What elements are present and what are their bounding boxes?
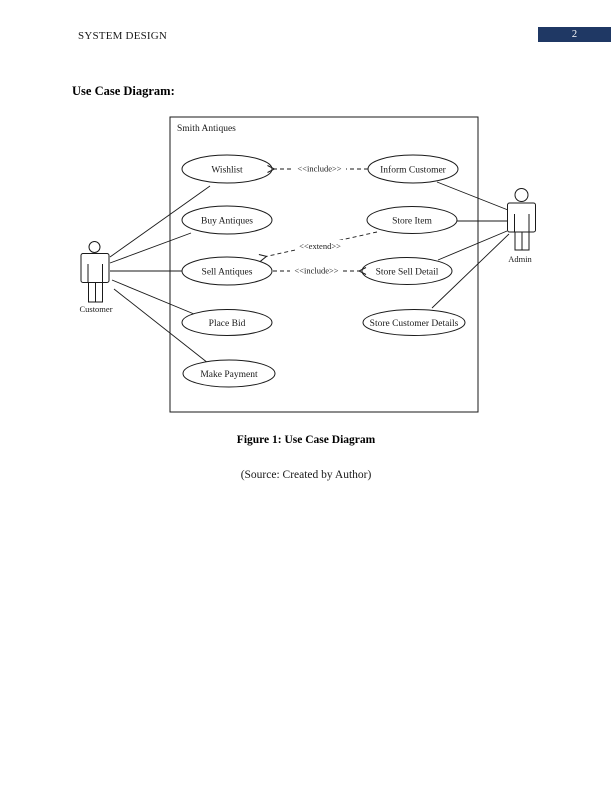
association-customer-buy-antiques [109,232,192,264]
store-customer-details-ellipse [362,309,466,336]
page-number-box: 2 [538,27,611,42]
association-admin-store-customer-details [431,233,510,309]
extend-label: <<extend>> [299,241,341,251]
system-boundary [169,116,479,413]
page-number: 2 [571,29,578,40]
association-admin-inform-customer [436,181,509,211]
use-case-sell-antiques: Sell Antiques [181,256,273,286]
include-label-bg-2 [290,264,343,276]
customer-associations [109,185,211,364]
store-sell-detail-label: Store Sell Detail [376,268,439,278]
store-customer-details-label: Store Customer Details [370,319,459,329]
include-label-bg-1 [293,162,346,174]
wishlist-label: Wishlist [211,166,243,176]
relation-include-inform-wishlist: <<include>> [274,162,368,174]
relation-include-sellantiques-storeselldetail: <<include>> [273,264,360,276]
store-item-label: Store Item [392,217,432,227]
admin-associations [431,181,510,309]
include-label-1: <<include>> [297,164,341,174]
association-customer-wishlist [109,185,211,258]
use-case-store-sell-detail: Store Sell Detail [361,257,453,285]
admin-label: Admin [508,254,532,264]
use-case-store-item: Store Item [366,206,458,234]
association-customer-make-payment [113,288,209,364]
buy-antiques-label: Buy Antiques [201,217,253,227]
actor-customer: Customer [79,241,113,314]
sell-antiques-label: Sell Antiques [202,268,253,278]
use-case-place-bid: Place Bid [181,309,273,336]
buy-antiques-ellipse [181,205,273,235]
customer-torso-icon [80,253,110,283]
use-case-buy-antiques: Buy Antiques [181,205,273,235]
place-bid-label: Place Bid [209,319,246,329]
place-bid-ellipse [181,309,273,336]
use-case-inform-customer: Inform Customer [367,154,459,184]
admin-torso-icon [507,202,536,233]
relation-extend-storeitem-sellantiques: <<extend>> [266,231,378,257]
inform-customer-label: Inform Customer [380,165,447,176]
use-case-make-payment: Make Payment [182,359,276,388]
figure-caption: Figure 1: Use Case Diagram [236,434,376,446]
actor-admin: Admin [507,188,536,264]
section-heading: Use Case Diagram: [72,84,175,98]
make-payment-ellipse [182,359,276,388]
customer-head-icon [88,241,101,253]
association-admin-store-sell-detail [437,230,508,261]
extend-label-bg [296,240,344,251]
association-customer-place-bid [111,279,195,315]
include-label-2: <<include>> [294,266,338,276]
system-boundary-label: Smith Antiques [177,124,236,134]
sell-antiques-ellipse [181,256,273,286]
make-payment-label: Make Payment [200,370,258,380]
header-title: SYSTEM DESIGN [78,30,168,42]
source-caption: (Source: Created by Author) [240,469,372,481]
use-case-diagram: Smith Antiques Wishlist Buy Antiques [79,116,536,413]
use-case-store-customer-details: Store Customer Details [362,309,466,336]
customer-label: Customer [79,304,112,314]
admin-head-icon [514,188,529,202]
use-case-wishlist: Wishlist [181,154,273,184]
store-item-ellipse [366,206,458,234]
